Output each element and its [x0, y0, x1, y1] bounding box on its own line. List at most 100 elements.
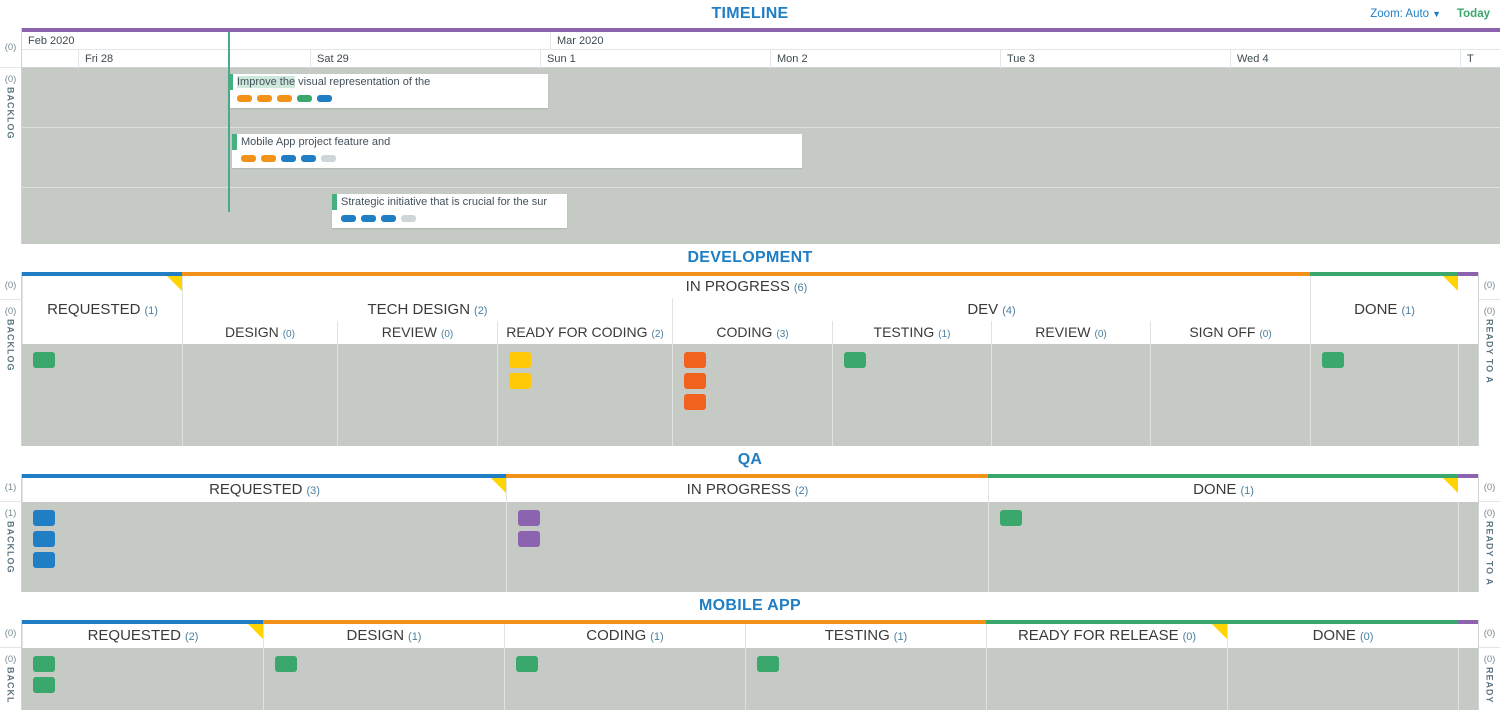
today-button[interactable]: Today — [1456, 8, 1490, 20]
timeline-pill[interactable] — [361, 215, 376, 222]
column-header-requested[interactable]: REQUESTED(3) — [22, 478, 506, 502]
board-cell[interactable] — [832, 344, 991, 446]
qa-grid: REQUESTED(3)IN PROGRESS(2)DONE(1) — [22, 474, 1478, 592]
column-count: (3) — [306, 485, 320, 498]
board-cell[interactable] — [988, 502, 1458, 592]
zoom-selector[interactable]: Zoom: Auto ▼ — [1370, 8, 1441, 20]
lane-count-text: (0) — [1483, 508, 1496, 519]
column-count: (0) — [1182, 631, 1197, 644]
column-label: TESTING — [873, 324, 935, 341]
board-card[interactable] — [516, 656, 538, 672]
lane-count-text: (0) — [1483, 654, 1496, 665]
timeline-pill[interactable] — [297, 95, 312, 102]
board-cell[interactable] — [991, 344, 1150, 446]
column-header-requested[interactable]: REQUESTED(1) — [22, 276, 182, 344]
board-cell[interactable] — [182, 344, 337, 446]
board-cell[interactable] — [672, 344, 832, 446]
board-card[interactable] — [518, 510, 540, 526]
timeline-section-title: TIMELINE Zoom: Auto ▼ Today — [0, 0, 1500, 28]
timeline-pill[interactable] — [341, 215, 356, 222]
column-header-dev[interactable]: DEV(4) — [672, 298, 1310, 321]
column-header-ready-for-coding[interactable]: READY FOR CODING(2) — [497, 321, 672, 344]
board-card[interactable] — [33, 352, 55, 368]
board-card[interactable] — [1322, 352, 1344, 368]
board-cell[interactable] — [22, 344, 182, 446]
board-card[interactable] — [684, 373, 706, 389]
timeline-pill[interactable] — [237, 95, 252, 102]
board-card[interactable] — [1000, 510, 1022, 526]
column-header-sign-off[interactable]: SIGN OFF(0) — [1150, 321, 1310, 344]
column-header-done[interactable]: DONE(0) — [1227, 624, 1458, 648]
column-header-design[interactable]: DESIGN(0) — [182, 321, 337, 344]
timeline-pill[interactable] — [381, 215, 396, 222]
timeline-lane-count: (0) — [4, 74, 17, 85]
board-cell[interactable] — [1458, 344, 1478, 446]
board-card[interactable] — [509, 373, 531, 389]
column-header-review[interactable]: REVIEW(0) — [991, 321, 1150, 344]
column-header-review[interactable]: REVIEW(0) — [337, 321, 497, 344]
board-card[interactable] — [275, 656, 297, 672]
board-cell[interactable] — [22, 502, 506, 592]
board-cell[interactable] — [497, 344, 672, 446]
board-card[interactable] — [33, 531, 55, 547]
board-card[interactable] — [518, 531, 540, 547]
column-header-testing[interactable]: TESTING(1) — [832, 321, 991, 344]
board-card[interactable] — [509, 352, 531, 368]
timeline-pill[interactable] — [261, 155, 276, 162]
timeline-card[interactable]: Mobile App project feature and — [232, 134, 802, 168]
timeline-pill[interactable] — [241, 155, 256, 162]
timeline-pill[interactable] — [321, 155, 336, 162]
timeline-pill[interactable] — [277, 95, 292, 102]
column-color-bar — [1310, 272, 1458, 276]
board-cell[interactable] — [22, 648, 263, 710]
board-card[interactable] — [33, 552, 55, 568]
column-header-done[interactable]: DONE(1) — [1310, 276, 1458, 344]
column-header-coding[interactable]: CODING(3) — [672, 321, 832, 344]
mobile-section-title: MOBILE APP — [0, 592, 1500, 620]
board-card[interactable] — [757, 656, 779, 672]
column-header-testing[interactable]: TESTING(1) — [745, 624, 986, 648]
column-header-coding[interactable]: CODING(1) — [504, 624, 745, 648]
card-accent-bar — [232, 134, 237, 150]
board-cell[interactable] — [1458, 648, 1478, 710]
board-cell[interactable] — [506, 502, 988, 592]
timeline-card[interactable]: Strategic initiative that is crucial for… — [332, 194, 567, 228]
timeline-pill[interactable] — [281, 155, 296, 162]
board-cell[interactable] — [745, 648, 986, 710]
column-header-done[interactable]: DONE(1) — [988, 478, 1458, 502]
column-count: (2) — [794, 485, 809, 498]
wip-limit-corner-icon — [167, 276, 182, 291]
board-cell[interactable] — [504, 648, 745, 710]
board-card[interactable] — [33, 656, 55, 672]
column-header-tech-design[interactable]: TECH DESIGN(2) — [182, 298, 672, 321]
board-card[interactable] — [684, 394, 706, 410]
board-card[interactable] — [33, 677, 55, 693]
lane-body: (0)READY — [1479, 648, 1500, 710]
board-cell[interactable] — [1227, 648, 1458, 710]
board-cell[interactable] — [986, 648, 1227, 710]
column-header-in-progress[interactable]: IN PROGRESS(6) — [182, 276, 1310, 298]
timeline-card[interactable]: Improve the visual representation of the — [228, 74, 548, 108]
board-card[interactable] — [33, 510, 55, 526]
wip-limit-corner-icon — [248, 624, 263, 639]
board-cell[interactable] — [1150, 344, 1310, 446]
timeline-pill[interactable] — [257, 95, 272, 102]
column-count: (0) — [1094, 329, 1107, 341]
board-cell[interactable] — [337, 344, 497, 446]
timeline-pill[interactable] — [301, 155, 316, 162]
board-cell[interactable] — [263, 648, 504, 710]
column-header-requested[interactable]: REQUESTED(2) — [22, 624, 263, 648]
timeline-pill[interactable] — [401, 215, 416, 222]
column-header-in-progress[interactable]: IN PROGRESS(2) — [506, 478, 988, 502]
column-label: REQUESTED — [209, 481, 303, 499]
timeline-pill[interactable] — [317, 95, 332, 102]
column-header-ready-for-release[interactable]: READY FOR RELEASE(0) — [986, 624, 1227, 648]
board-card[interactable] — [684, 352, 706, 368]
board-card[interactable] — [844, 352, 866, 368]
board-cell[interactable] — [1310, 344, 1458, 446]
column-header-design[interactable]: DESIGN(1) — [263, 624, 504, 648]
board-cell[interactable] — [1458, 502, 1478, 592]
column-header-inner: REVIEW(0) — [1035, 324, 1106, 341]
